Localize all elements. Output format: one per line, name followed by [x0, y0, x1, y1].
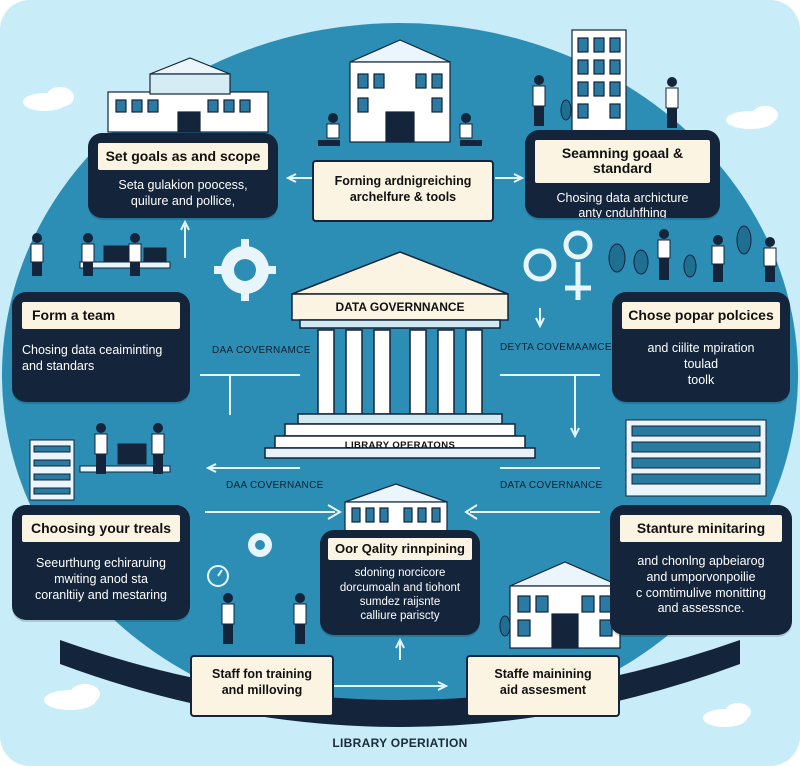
card-quality: Oor Qality rinnpining sdoning norcicore …: [320, 530, 480, 635]
card-line: toolk: [687, 372, 715, 387]
card-form-team: Form a team Chosing data ceaiminting and…: [12, 292, 190, 402]
building-top-center: [349, 39, 451, 143]
building-bottom-right: [509, 561, 621, 649]
building-top-left: [107, 57, 269, 133]
card-title: Seamning goaal & standard: [535, 140, 710, 183]
card-title: Choosing your treals: [22, 515, 180, 543]
card-policies: Chose popar polcices and ciilite mpirati…: [612, 292, 790, 402]
building-top-right: [571, 29, 627, 136]
gear-icon: [214, 239, 276, 557]
card-line: toulad: [683, 357, 719, 372]
card-line: and ciilite mpiration: [647, 341, 755, 356]
desk-team: [79, 245, 171, 269]
side-label-left-bottom: DAA COVERNANCE: [226, 480, 324, 491]
card-line: Staffe mainining: [494, 667, 592, 681]
temple-base-label: LIBRARY OPERATONS: [344, 440, 456, 451]
card-line: dorcumoaln and tiohont: [339, 581, 461, 594]
card-line: Chosing data archicture: [556, 190, 689, 205]
card-line: and umporvonpoilie: [646, 570, 756, 585]
card-line: anty cnduhfhing: [578, 206, 667, 218]
bookshelf-right: [625, 419, 767, 497]
temple-icon: [264, 251, 536, 459]
flow-lines: [180, 173, 600, 691]
card-title: Stanture minitaring: [620, 515, 782, 543]
temple-title: DATA GOVERNNANCE: [335, 300, 465, 314]
card-training: Staff fon training and milloving: [190, 655, 334, 717]
card-line: and chonlng apbeiarog: [637, 554, 765, 569]
card-set-goals: Set goals as and scope Seta gulakion poo…: [88, 133, 278, 218]
card-line: quilure and pollice,: [130, 194, 236, 209]
card-line: Seta gulakion poocess,: [118, 178, 248, 193]
card-choosing-tools: Choosing your treals Seeurthung echiraru…: [12, 505, 190, 620]
card-line: and assessnce.: [657, 601, 745, 616]
card-line: Chosing data ceaiminting: [22, 343, 163, 358]
card-line: aid assesment: [499, 682, 587, 697]
side-label-right-top: DEYTA COVEMAAMCE: [500, 342, 612, 353]
card-title: Form a team: [22, 302, 180, 330]
card-maintaining: Staffe mainining aid assesment: [466, 655, 620, 717]
card-monitoring: Stanture minitaring and chonlng apbeiaro…: [610, 505, 792, 635]
people-figures: [30, 75, 777, 644]
card-line: Forning ardnigreiching: [334, 174, 472, 188]
side-label-left-top: DAA COVERNAMCE: [212, 345, 311, 356]
stopwatch-icon: [207, 565, 229, 587]
card-line: and milloving: [221, 682, 303, 697]
card-line: sdoning norcicore: [354, 567, 446, 580]
gear-icon: [523, 230, 593, 300]
bookshelf-left: [29, 439, 171, 501]
card-seaming-standard: Seamning goaal & standard Chosing data a…: [525, 130, 720, 218]
side-label-right-bottom: DATA COVERNANCE: [500, 480, 603, 491]
card-line: mwiting anod sta: [54, 572, 148, 587]
card-line: and standars: [22, 359, 95, 374]
card-title: Set goals as and scope: [98, 143, 268, 171]
tree-icon: [499, 99, 752, 637]
footer-label: LIBRARY OPERIATION: [332, 736, 468, 750]
card-title: Chose popar polcices: [622, 302, 780, 330]
card-line: sumdez raijsnte: [359, 596, 441, 609]
card-line: Staff fon training: [212, 667, 312, 681]
card-line: Seeurthung echiraruing: [36, 556, 166, 571]
card-line: c comtimulive monitting: [636, 585, 766, 600]
card-architecture: Forning ardnigreiching archelfure & tool…: [312, 160, 494, 222]
card-line: archelfure & tools: [349, 189, 457, 204]
card-line: calliure pariscty: [360, 610, 440, 623]
card-title: Oor Qality rinnpining: [328, 538, 472, 561]
card-line: coranltiiy and mestaring: [34, 587, 167, 602]
